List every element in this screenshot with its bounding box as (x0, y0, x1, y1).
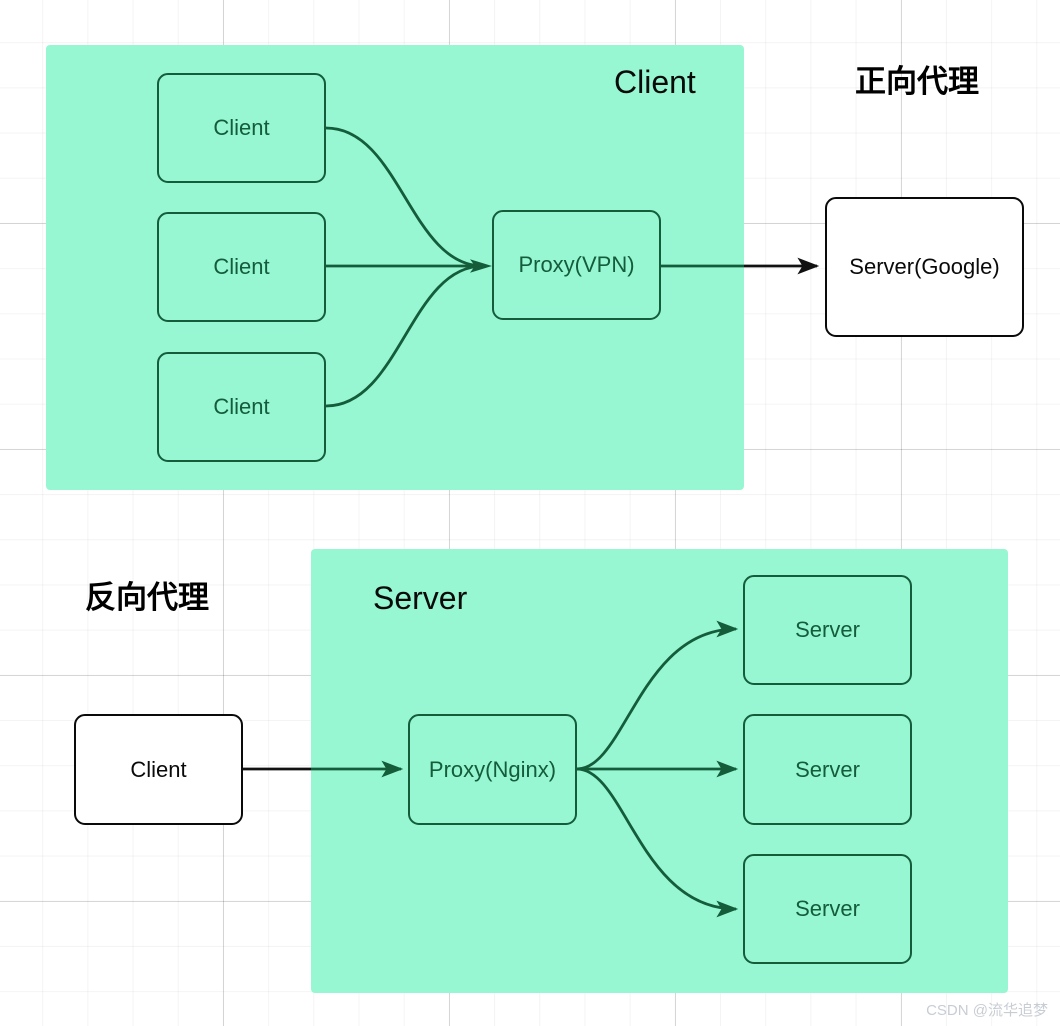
node-label: Server (795, 617, 860, 642)
node-label: Client (130, 756, 187, 782)
node-label: Proxy(VPN) (518, 252, 635, 277)
group-label-server: Server (373, 580, 468, 616)
node-server-2[interactable]: Server (743, 714, 912, 825)
node-server-3[interactable]: Server (743, 854, 912, 964)
node-client-external[interactable]: Client (74, 714, 243, 825)
node-label: Server (795, 756, 860, 782)
section-title-reverse-proxy: 反向代理 (85, 580, 209, 615)
node-label: Server(Google) (849, 254, 1000, 279)
watermark: CSDN @流华追梦 (926, 1002, 1048, 1019)
node-label: Client (213, 254, 270, 279)
node-client-1[interactable]: Client (157, 73, 326, 183)
node-label: Proxy(Nginx) (428, 756, 557, 782)
node-label: Server (795, 896, 860, 921)
section-title-forward-proxy: 正向代理 (855, 64, 979, 99)
node-server-google[interactable]: Server(Google) (825, 197, 1024, 337)
node-server-1[interactable]: Server (743, 575, 912, 685)
node-proxy-vpn[interactable]: Proxy(VPN) (492, 210, 661, 320)
node-label: Client (213, 394, 270, 419)
group-label-client: Client (614, 64, 696, 100)
node-proxy-nginx[interactable]: Proxy(Nginx) (408, 714, 577, 825)
node-client-3[interactable]: Client (157, 352, 326, 462)
node-client-2[interactable]: Client (157, 212, 326, 322)
node-label: Client (213, 115, 270, 140)
